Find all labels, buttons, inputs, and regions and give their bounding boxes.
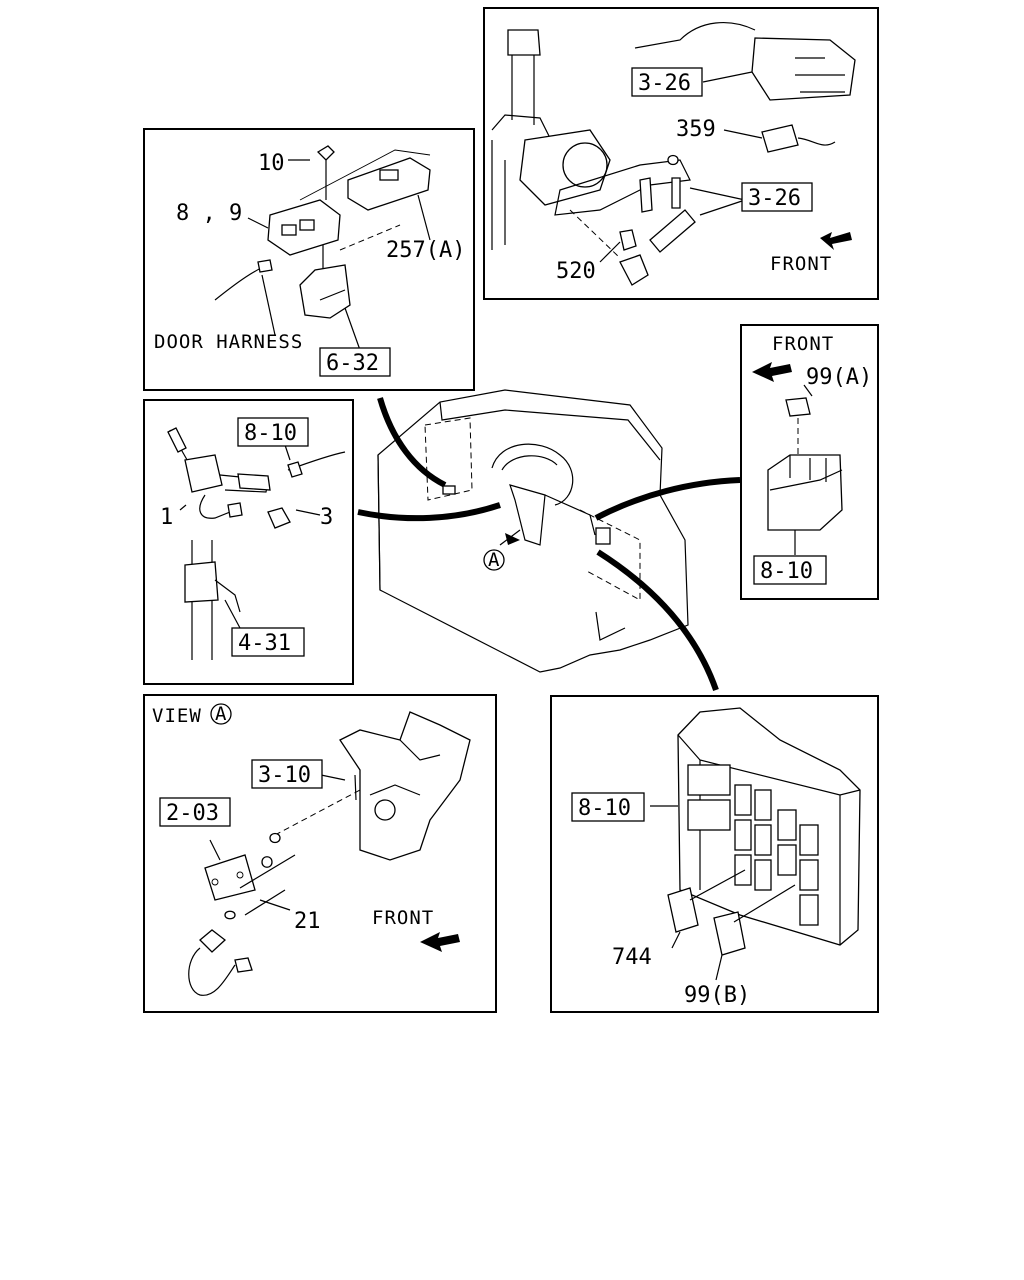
leader-to-door-switch <box>377 397 447 488</box>
switch-bezel <box>347 157 431 211</box>
panel-clutch-switch <box>483 7 879 300</box>
ref-box-8-10-box <box>571 792 645 822</box>
panel-relay-box <box>550 695 879 1013</box>
nut-520 <box>619 229 637 251</box>
bolt-2 <box>671 177 681 209</box>
harness-connector <box>257 259 273 273</box>
ref-box-3-26-top <box>631 67 703 97</box>
panel-steering-switch <box>143 399 354 685</box>
label-front-view-a: FRONT <box>372 907 434 929</box>
switch-rod <box>649 209 696 253</box>
label-520: 520 <box>556 259 596 284</box>
bolt <box>639 177 653 213</box>
leader-curves <box>357 397 741 691</box>
ref-box-2-03 <box>159 797 231 827</box>
screw-3 <box>267 507 291 529</box>
label-257a: 257(A) <box>386 238 465 263</box>
clutch-switch-drawing <box>491 21 856 286</box>
mounting-bracket <box>339 711 471 861</box>
view-a-marker: A <box>215 703 227 725</box>
steering-switch-drawing <box>167 427 346 660</box>
label-99b: 99(B) <box>684 983 750 1008</box>
relay-99a-drawing <box>752 362 843 555</box>
label-21: 21 <box>294 909 321 934</box>
label-10: 10 <box>258 151 285 176</box>
label-view: VIEW <box>152 705 202 727</box>
view-a-drawing <box>188 703 471 996</box>
panel-relay-99a <box>740 324 879 600</box>
door-switch-drawing <box>214 145 431 351</box>
relay-99b <box>713 911 746 956</box>
ref-box-8-10-steering <box>237 417 309 447</box>
ref-2-03: 2-03 <box>166 801 219 826</box>
combination-switch <box>184 454 223 493</box>
label-99a: 99(A) <box>806 365 872 390</box>
switch-359 <box>761 124 799 153</box>
ref-8-10-steering: 8-10 <box>244 421 297 446</box>
ref-4-31: 4-31 <box>238 631 291 656</box>
leader-to-steering-switch <box>357 502 501 522</box>
label-8-9: 8 , 9 <box>176 201 242 226</box>
view-a-arrow <box>505 533 520 545</box>
label-744: 744 <box>612 945 652 970</box>
ref-3-26-mid: 3-26 <box>748 186 801 211</box>
ref-box-3-10 <box>251 759 323 789</box>
ref-box-4-31 <box>231 627 305 657</box>
bracket <box>299 264 351 319</box>
ref-3-10: 3-10 <box>258 763 311 788</box>
ref-8-10-box: 8-10 <box>578 796 631 821</box>
sensor-plate <box>204 854 256 901</box>
panel-view-a <box>143 694 497 1013</box>
label-3: 3 <box>320 505 333 530</box>
front-arrow-relay <box>752 362 792 382</box>
view-a-marker-center: A <box>488 549 500 571</box>
front-arrow-clutch <box>820 232 852 250</box>
ref-box-8-10-relay <box>753 555 827 585</box>
ref-box-6-32 <box>319 347 391 377</box>
ref-8-10-relay: 8-10 <box>760 559 813 584</box>
ref-3-26-top: 3-26 <box>638 71 691 96</box>
relay-744 <box>667 887 699 933</box>
pedal-knob <box>507 29 541 56</box>
cruise-actuator <box>751 37 856 101</box>
label-1: 1 <box>160 505 173 530</box>
front-arrow-view-a <box>420 932 460 952</box>
view-a-circle <box>483 549 505 571</box>
leader-to-relay-box <box>596 549 719 691</box>
label-front-relay: FRONT <box>772 333 834 355</box>
panel-door-switch <box>143 128 475 391</box>
label-359: 359 <box>676 117 716 142</box>
relay-marker <box>595 527 611 545</box>
label-front-clutch: FRONT <box>770 253 832 275</box>
ref-box-3-26-mid <box>741 182 813 212</box>
screw-10 <box>316 145 335 161</box>
door-switch-marker <box>442 485 456 495</box>
ref-6-32: 6-32 <box>326 351 379 376</box>
dashboard-drawing <box>377 389 689 673</box>
leader-to-relay-99a <box>594 477 741 521</box>
label-door-harness: DOOR HARNESS <box>154 331 303 353</box>
fuse-relay-block <box>767 454 843 531</box>
relay-box-drawing <box>650 707 861 981</box>
sensor-connector <box>199 929 227 953</box>
relay-99a <box>785 397 811 417</box>
